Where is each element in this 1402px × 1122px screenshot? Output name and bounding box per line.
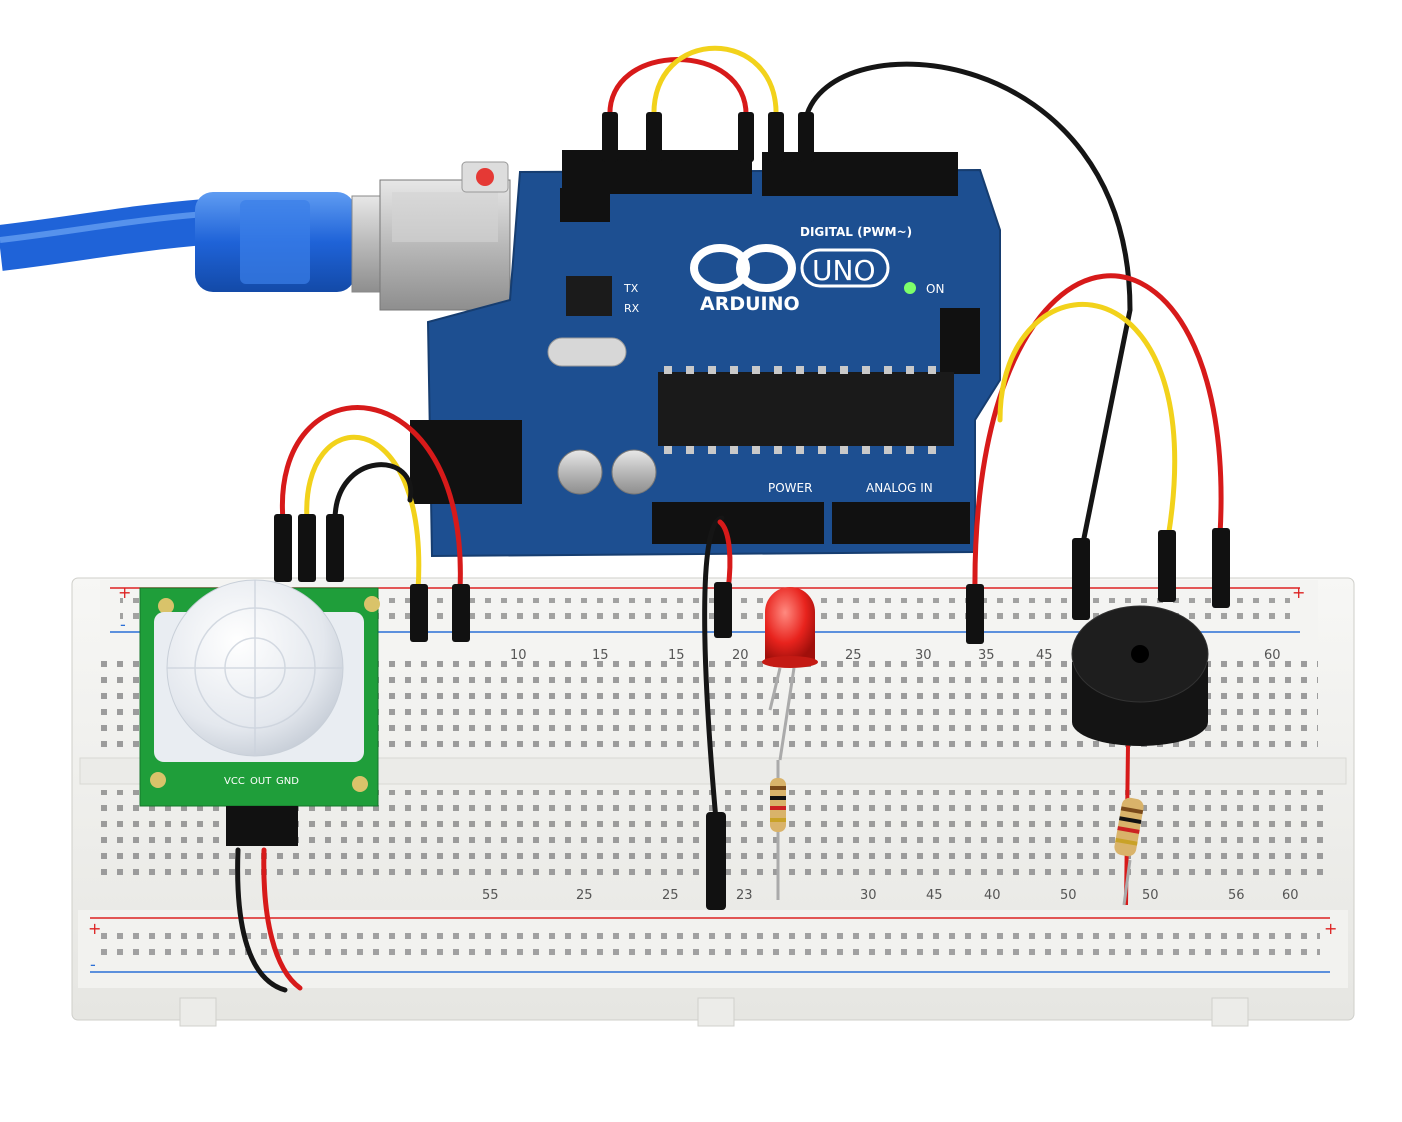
wire-plugs [274,112,1230,910]
capacitor-icon [557,449,603,495]
pir-pin-label-vcc: VCC [224,776,245,787]
column-number: 45 [926,888,943,903]
digital-label: DIGITAL (PWM~) [800,225,912,239]
power-label: POWER [768,481,812,495]
breadboard-bottom-numbers: 55 25 25 23 30 45 40 50 50 56 60 [482,888,1299,903]
pir-pin-label-out: OUT [250,776,272,787]
jumper-wires [235,45,1224,993]
column-number: 15 [592,648,609,663]
rail-minus-bottom-left: - [90,955,96,974]
column-number: 35 [978,648,995,663]
resistor-led [770,760,786,900]
analog-label: ANALOG IN [866,481,933,495]
wire-yellow-pir [304,434,422,593]
column-number: 60 [1282,888,1299,903]
board-model: UNO [812,254,875,287]
wire-red-led [717,519,733,593]
column-number: 15 [668,648,685,663]
wire-red-top [607,57,749,121]
rail-plus-bottom-left: + [88,919,101,938]
rail-plus-bottom-right: + [1324,919,1337,938]
rail-plus-top-left: + [118,583,131,602]
crystal-oscillator [547,337,627,367]
power-header [652,502,824,544]
column-number: 23 [736,888,753,903]
wire-black-pir-bottom [235,847,288,993]
power-led [904,282,916,294]
wire-red-pir-bottom [261,847,303,991]
column-number: 50 [1142,888,1159,903]
tx-label: TX [623,282,639,295]
column-number: 60 [1264,648,1281,663]
column-number: 20 [732,648,749,663]
usb-controller-chip [566,276,612,316]
board-brand: ARDUINO [700,293,800,315]
usb-cable [0,179,511,311]
breadboard-top-numbers: 10 15 15 20 25 30 35 45 60 [510,648,1281,663]
icsp-header [560,188,610,222]
wire-red-buzzer [972,273,1224,598]
analog-header [832,502,970,544]
column-number: 30 [915,648,932,663]
wire-red-pir [279,405,463,593]
rx-label: RX [624,302,640,315]
column-number: 10 [510,648,527,663]
atmega-microcontroller [658,372,954,446]
pir-pin-label-gnd: GND [276,776,299,787]
column-number: 40 [984,888,1001,903]
column-number: 25 [845,648,862,663]
column-number: 30 [860,888,877,903]
column-number: 56 [1228,888,1245,903]
resistor-buzzer [1114,744,1144,906]
column-number: 25 [576,888,593,903]
wire-yellow-top [651,45,779,121]
column-number: 25 [662,888,679,903]
pir-pin-header [226,806,298,846]
arduino-uno-board: DIGITAL (PWM~) UNO ARDUINO TX RX ON [410,150,1001,558]
piezo-buzzer [1071,605,1209,746]
wire-black-pir [332,462,414,523]
arduino-logo-icon [690,244,796,292]
pir-motion-sensor: VCC OUT GND [139,579,380,846]
red-led [762,587,818,761]
column-number: 50 [1060,888,1077,903]
wire-black-led [702,515,725,823]
column-number: 45 [1036,648,1053,663]
wire-yellow-buzzer [997,301,1178,541]
capacitor-icon [611,449,657,495]
wire-black-top [803,61,1133,551]
dc-power-jack [410,420,522,504]
digital-header-right [762,152,958,196]
rail-plus-top-right: + [1292,583,1305,602]
column-number: 55 [482,888,499,903]
on-label: ON [926,282,944,296]
